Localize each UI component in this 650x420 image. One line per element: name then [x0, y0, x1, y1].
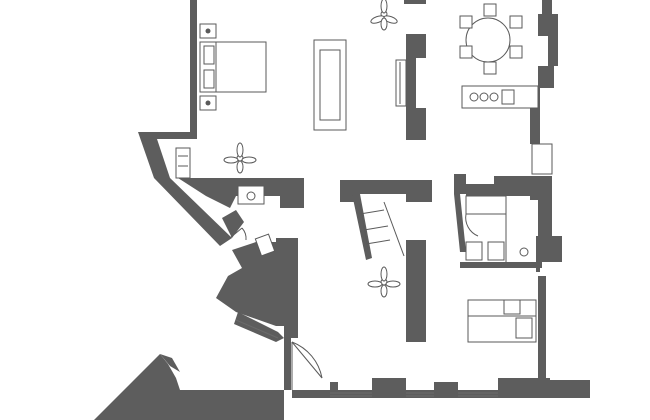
- chair-6: [483, 61, 497, 75]
- entry-door-leaf: [291, 341, 323, 379]
- hob-2: [479, 92, 489, 102]
- ceiling-fan-icon: [367, 266, 401, 298]
- chair-3: [509, 15, 523, 29]
- chair-1: [483, 3, 497, 17]
- shower-bath-2: [465, 195, 507, 215]
- kitchen-counter: [461, 85, 539, 109]
- wall-lower-left-window: [234, 312, 284, 342]
- round-dining-table: [465, 17, 511, 63]
- wall-lower-left: [216, 238, 298, 338]
- wall-diagonal-upper: [154, 178, 232, 246]
- wall-bedroom1-left: [190, 8, 197, 138]
- wall-center-upper: [406, 34, 426, 140]
- chair-4: [459, 45, 473, 59]
- pillow-left: [203, 45, 215, 65]
- wardrobe-closet-rail: [359, 203, 369, 251]
- chair-2: [459, 15, 473, 29]
- wardrobe-closet-front: [383, 201, 405, 257]
- door-bath1: [229, 227, 247, 241]
- kitchen: [459, 3, 553, 175]
- pillow-right: [203, 69, 215, 89]
- bidet-bath-2: [519, 247, 529, 257]
- wall-left-wedge: [138, 132, 197, 178]
- toilet-bath-2: [465, 241, 483, 261]
- wall-bath2-right: [536, 200, 562, 272]
- wall-bedroom2-right: [538, 276, 546, 378]
- washbasin-bath-1-bowl: [246, 191, 256, 201]
- wall-bottom-left-cap: [160, 354, 180, 372]
- sofa-seat: [319, 49, 341, 121]
- wall-bath2-left: [454, 194, 466, 252]
- wardrobe-closet-h3: [365, 239, 391, 245]
- wall-bath2-bottom: [460, 262, 542, 268]
- chair-5: [509, 45, 523, 59]
- wall-right-mid: [530, 88, 540, 144]
- wall-bottom-right: [292, 378, 590, 398]
- wardrobe-closet-h1: [359, 209, 385, 215]
- lamp-bottom: [205, 100, 211, 106]
- wall-hall-closet: [352, 194, 372, 260]
- wardrobe-hall-left: [175, 147, 191, 179]
- wall-bath1: [222, 210, 244, 238]
- wall-hall-center-lower: [406, 240, 426, 342]
- wall-right-upper: [538, 14, 558, 88]
- windows: [235, 319, 498, 397]
- fridge: [531, 143, 553, 175]
- bedroom-1: [199, 23, 267, 111]
- wall-top-left: [190, 0, 197, 8]
- hob-1: [469, 92, 479, 102]
- bathroom-2: [465, 195, 529, 262]
- door-bath2: [465, 213, 486, 237]
- wall-kitchen-south: [454, 174, 552, 200]
- sink: [501, 89, 515, 105]
- ceiling-fan-icon: [370, 0, 398, 31]
- nightstand-bedroom-2: [503, 299, 521, 315]
- ceiling-fan-icon: [223, 142, 257, 174]
- lamp-top: [205, 28, 211, 34]
- wardrobe-closet-h2: [363, 225, 389, 231]
- washbasin-bath-2: [487, 241, 505, 261]
- wall-right-top: [542, 0, 552, 14]
- toilet-bath-1: [254, 233, 276, 257]
- wall-bottom-left: [94, 354, 284, 420]
- pillow-bedroom-2: [515, 317, 533, 339]
- bathroom-1: [237, 185, 276, 257]
- bedroom-2: [467, 299, 537, 343]
- window-lower-left: [235, 319, 279, 339]
- wall-top-center-stub: [404, 0, 426, 4]
- hob-3: [489, 92, 499, 102]
- tv-console: [395, 59, 407, 107]
- living-room: [313, 0, 407, 131]
- wall-door-left-post: [284, 338, 291, 390]
- hallway: [175, 142, 405, 298]
- wall-hall-middle: [340, 180, 432, 202]
- door-swing-icon: [291, 341, 323, 390]
